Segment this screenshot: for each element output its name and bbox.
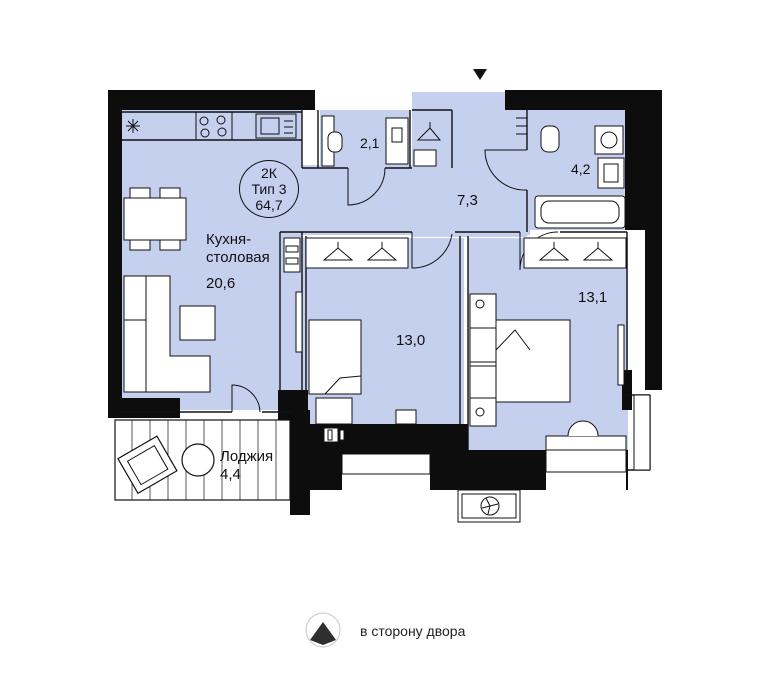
entrance-arrow-icon xyxy=(473,69,487,80)
bed-1 xyxy=(308,319,362,395)
fridge-snowflake-icon xyxy=(126,119,140,133)
wc-fixtures xyxy=(321,115,442,167)
apartment-type-badge: 2К Тип 3 64,7 xyxy=(239,160,299,218)
toilet-icon xyxy=(540,125,560,153)
hall-area: 7,3 xyxy=(457,192,478,209)
bedroom2-furniture xyxy=(469,237,627,451)
hanger-icon xyxy=(538,242,570,261)
wc-area: 2,1 xyxy=(360,135,380,151)
kitchen-label-line2: столовая xyxy=(206,249,270,266)
loggia-table-icon xyxy=(181,443,215,477)
toilet-icon xyxy=(327,131,343,153)
windows xyxy=(295,291,651,475)
loggia-area: 4,4 xyxy=(220,466,241,483)
bedroom2-area: 13,1 xyxy=(578,289,608,306)
apartment-type: Тип 3 xyxy=(251,181,287,197)
kitchen-label-line1: Кухня- xyxy=(206,231,252,248)
ac-unit-icon xyxy=(457,489,521,523)
bathroom-fixtures xyxy=(516,117,626,229)
loggia-armchair-icon xyxy=(117,435,178,495)
orientation-label: в сторону двора xyxy=(360,623,466,639)
walls xyxy=(108,90,662,515)
hanger-icon xyxy=(582,242,614,261)
hanger-icon xyxy=(416,122,442,141)
bedroom1-area: 13,0 xyxy=(396,332,426,349)
kitchen-furniture xyxy=(123,111,301,393)
coffee-table xyxy=(179,305,216,341)
hanger-icon xyxy=(322,242,354,261)
total-area: 64,7 xyxy=(255,197,283,213)
compass-icon xyxy=(305,612,341,648)
stove-icon xyxy=(195,111,233,141)
sink-icon xyxy=(255,113,297,139)
kitchen-area: 20,6 xyxy=(206,275,236,292)
bathroom-area: 4,2 xyxy=(571,161,591,177)
hanger-icon xyxy=(366,242,398,261)
loggia-label: Лоджия xyxy=(220,448,274,465)
bedroom1-furniture xyxy=(305,237,417,443)
rooms-code: 2К xyxy=(261,165,277,181)
bed-2 xyxy=(495,319,571,403)
dining-table xyxy=(123,197,187,241)
loggia xyxy=(114,419,291,501)
